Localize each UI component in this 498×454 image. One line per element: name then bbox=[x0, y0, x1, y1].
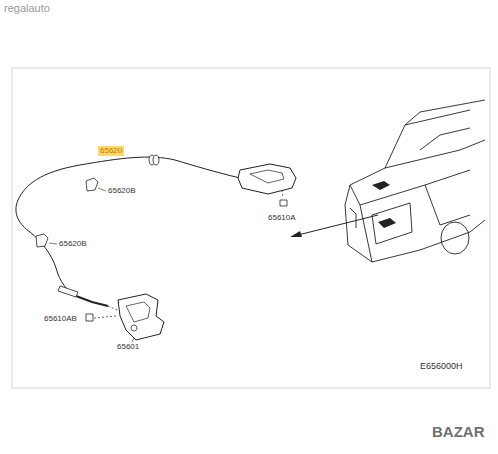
view-arrow bbox=[298, 215, 378, 235]
part-number: 65610AB bbox=[44, 315, 77, 323]
cable-clip bbox=[86, 178, 98, 191]
release-handle bbox=[238, 164, 296, 194]
leader-line bbox=[98, 188, 106, 191]
release-cable bbox=[16, 157, 240, 296]
cable-end bbox=[76, 296, 108, 306]
watermark: regalauto bbox=[4, 3, 50, 14]
lock-location bbox=[378, 218, 396, 228]
handle-lever bbox=[250, 170, 284, 183]
part-number: 65610A bbox=[268, 214, 296, 222]
release-handle-location bbox=[372, 181, 390, 190]
car-illustration bbox=[345, 100, 485, 262]
lock-detail bbox=[126, 302, 150, 322]
leader-line bbox=[132, 338, 134, 342]
hood-lock bbox=[118, 294, 164, 340]
leader-line bbox=[94, 316, 116, 318]
part-number: 65620B bbox=[59, 240, 87, 248]
frame bbox=[12, 68, 490, 388]
cable-sleeve bbox=[58, 286, 78, 297]
arrow-head bbox=[290, 231, 302, 237]
leader-line bbox=[282, 190, 283, 198]
figure-code: E656000H bbox=[420, 362, 463, 371]
leader-line bbox=[49, 243, 57, 244]
watermark: BAZAR bbox=[432, 424, 485, 439]
part-number: 65620B bbox=[108, 187, 136, 195]
part-number: 65620 bbox=[98, 146, 124, 156]
grommet bbox=[153, 155, 159, 165]
part-number: 65601 bbox=[117, 343, 139, 351]
lock-detail bbox=[131, 325, 137, 331]
cable-clip bbox=[36, 234, 48, 247]
bolt bbox=[280, 200, 287, 206]
bolt bbox=[86, 314, 93, 321]
